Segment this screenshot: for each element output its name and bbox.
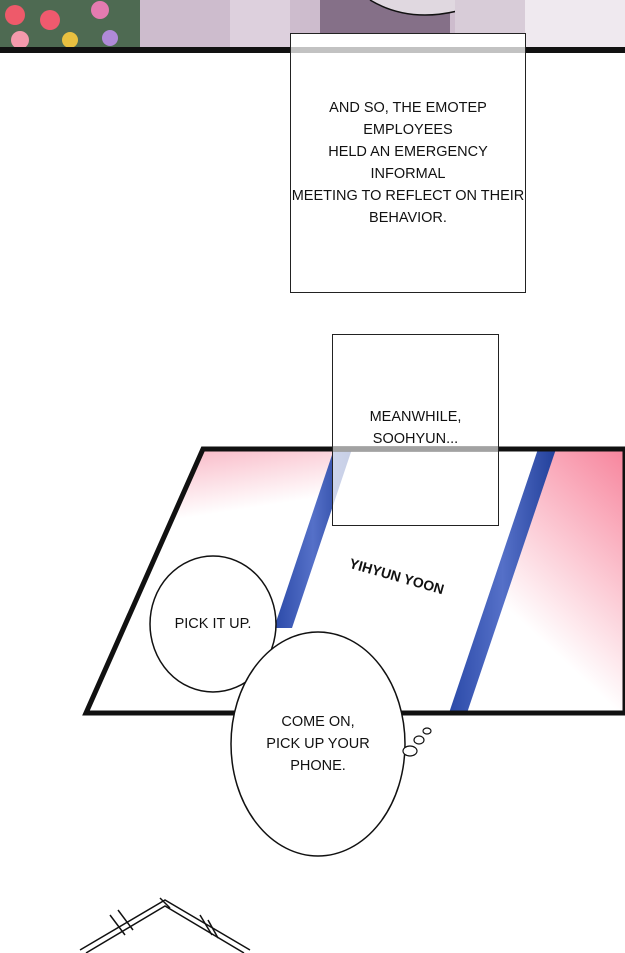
speech-text-2: COME ON, PICK UP YOUR PHONE. xyxy=(266,714,370,774)
narration-box-2: MEANWHILE, SOOHYUN... xyxy=(332,334,499,526)
narration-box-1: AND SO, THE EMOTEP EMPLOYEES HELD AN EME… xyxy=(290,33,526,293)
roof-line-art xyxy=(79,897,251,953)
speech-text-1: PICK IT UP. xyxy=(174,616,252,632)
narration-text: AND SO, THE EMOTEP EMPLOYEES HELD AN EME… xyxy=(291,100,525,226)
narration-text: MEANWHILE, SOOHYUN... xyxy=(369,409,462,447)
speech-bubble-2 xyxy=(230,631,406,857)
panel-border-overlap xyxy=(333,446,498,452)
panel-border-overlap xyxy=(291,47,525,53)
speech-bubble-1 xyxy=(149,555,277,693)
phone-edge-right xyxy=(449,449,556,713)
